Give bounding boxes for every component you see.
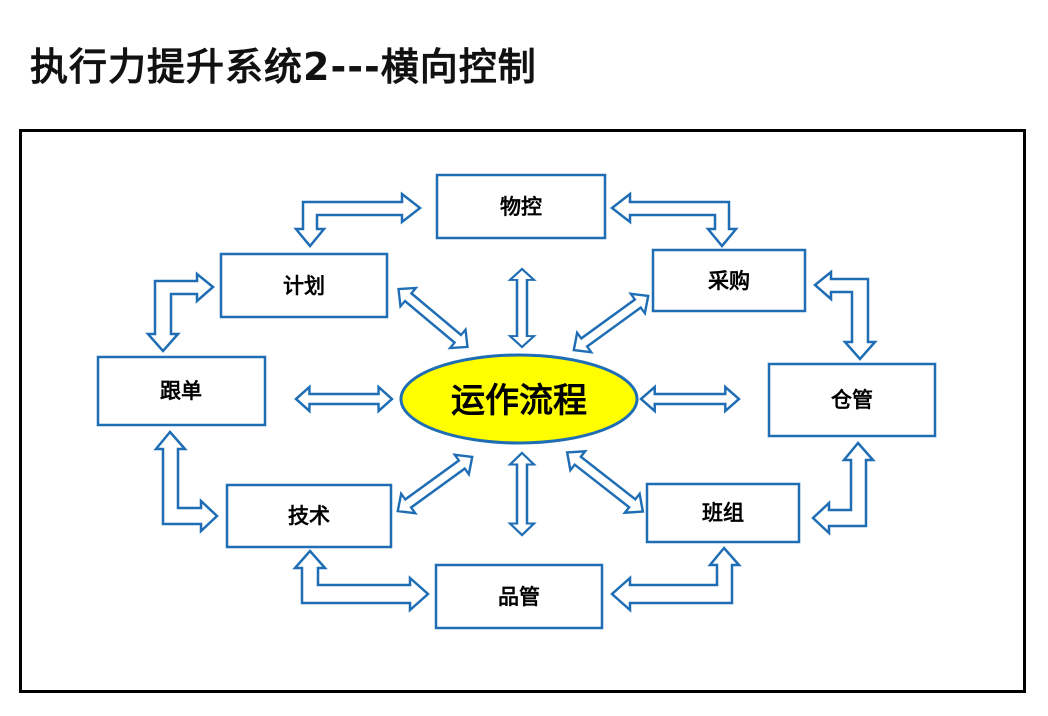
arrow-gendan-center (294, 385, 394, 413)
arrow-banzu-center (558, 441, 652, 523)
node-banzu-label: 班组 (702, 501, 744, 525)
arrow-jihua-gendan (145, 271, 215, 353)
arrow-jihua-center (389, 278, 477, 358)
arrow-cangguan-banzu (811, 441, 876, 536)
arrow-jishu-pinguan (292, 549, 430, 613)
arrow-wukong-center (508, 267, 536, 349)
arrow-pinguan-center (508, 451, 536, 537)
node-pinguan: 品管 (434, 563, 604, 630)
node-jishu-label: 技术 (288, 504, 330, 528)
arrow-banzu-pinguan (610, 546, 742, 613)
node-gendan-label: 跟单 (160, 379, 202, 403)
center-process-label: 运作流程 (451, 381, 587, 421)
node-wukong: 物控 (435, 173, 607, 240)
arrow-wukong-caigou (609, 191, 739, 248)
node-jihua: 计划 (219, 252, 389, 319)
node-wukong-label: 物控 (500, 195, 542, 219)
arrow-jishu-center (389, 446, 481, 522)
page-title: 执行力提升系统2---横向控制 (30, 45, 537, 89)
node-gendan: 跟单 (96, 355, 267, 427)
center-process: 运作流程 (399, 353, 639, 445)
arrow-gendan-jishu (153, 430, 219, 534)
node-cangguan: 仓管 (767, 362, 937, 438)
node-jihua-label: 计划 (283, 274, 325, 298)
arrow-wukong-jihua (293, 191, 423, 248)
arrow-cangguan-center (639, 385, 741, 413)
node-cangguan-label: 仓管 (830, 388, 873, 412)
node-banzu: 班组 (645, 482, 801, 544)
arrow-caigou-center (565, 285, 657, 361)
node-jishu: 技术 (225, 483, 393, 549)
node-caigou: 采购 (651, 248, 807, 313)
arrow-caigou-cangguan (813, 269, 878, 361)
connector-arrows (145, 191, 878, 613)
diagram-frame (19, 129, 1026, 693)
node-caigou-label: 采购 (708, 269, 750, 293)
node-pinguan-label: 品管 (498, 585, 540, 609)
